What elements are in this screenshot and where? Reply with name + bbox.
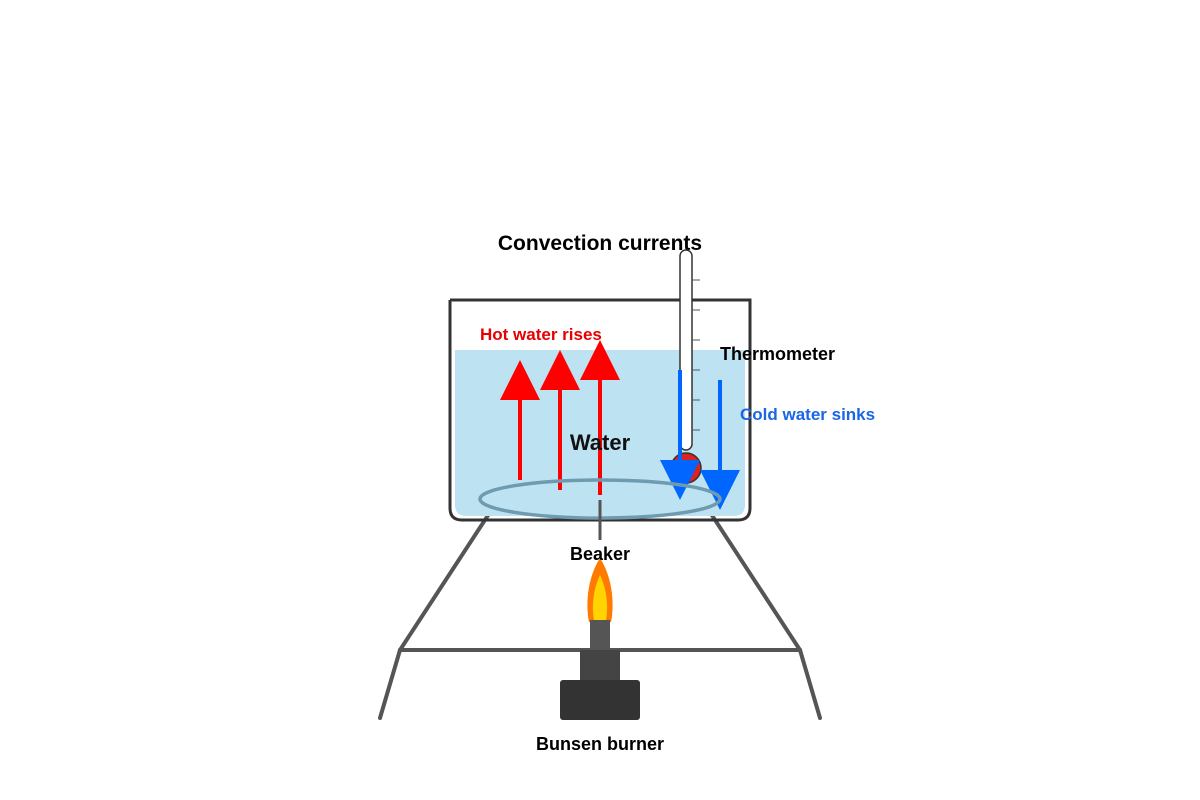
cold-arrowhead-1 <box>660 460 700 500</box>
burner-label: Bunsen burner <box>536 734 664 754</box>
beaker-label: Beaker <box>570 544 630 564</box>
hot-water-arrows <box>500 340 620 495</box>
tripod-foot-left <box>378 648 402 720</box>
thermometer-scale <box>692 279 700 431</box>
burner-base <box>560 680 640 720</box>
hot-arrowhead-3 <box>580 340 620 380</box>
flame <box>587 558 613 622</box>
hot-arrowhead-1 <box>500 360 540 400</box>
beaker <box>448 298 752 522</box>
bunsen-burner <box>560 620 640 720</box>
cold-water-arrows <box>660 370 740 510</box>
tripod-foot-right <box>798 648 822 720</box>
thermometer-label: Thermometer <box>720 344 835 364</box>
tripod-leg-right <box>700 498 802 652</box>
diagram-title: Convection currents <box>498 232 702 255</box>
water-label: Water <box>570 430 631 455</box>
cold-water-label: Cold water sinks <box>740 405 875 424</box>
hot-water-label: Hot water rises <box>480 325 602 344</box>
hot-arrowhead-2 <box>540 350 580 390</box>
burner-barrel <box>590 620 610 652</box>
flame-inner <box>592 575 608 620</box>
tripod-leg-left <box>398 498 500 652</box>
burner-collar <box>580 650 620 682</box>
cold-arrowhead-2 <box>700 470 740 510</box>
thermometer-tube <box>679 249 693 451</box>
